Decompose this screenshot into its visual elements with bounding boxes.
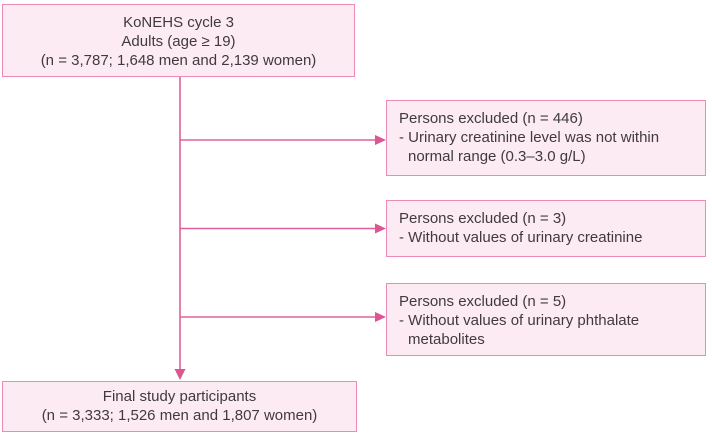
- exclusion-3-reason: - Without values of urinary phthalate: [399, 312, 640, 329]
- exclusion-2-reason: - Without values of urinary creatinine: [399, 229, 643, 246]
- arrowhead-right-3: [375, 312, 386, 322]
- arrowhead-down: [174, 369, 186, 380]
- top-population-box: KoNEHS cycle 3 Adults (age ≥ 19) (n = 3,…: [2, 4, 355, 77]
- exclusion-1-reason-cont: normal range (0.3–3.0 g/L): [408, 148, 586, 165]
- exclusion-box-1: Persons excluded (n = 446) - Urinary cre…: [386, 100, 706, 176]
- exclusion-box-3: Persons excluded (n = 5) - Without value…: [386, 283, 706, 356]
- final-participants-box: Final study participants (n = 3,333; 1,5…: [2, 381, 357, 432]
- exclusion-1-reason: - Urinary creatinine level was not withi…: [399, 129, 660, 146]
- top-box-line-2: Adults (age ≥ 19): [121, 33, 236, 50]
- final-box-line-2: (n = 3,333; 1,526 men and 1,807 women): [41, 407, 318, 424]
- exclusion-2-title: Persons excluded (n = 3): [399, 210, 567, 227]
- top-box-line-3: (n = 3,787; 1,648 men and 2,139 women): [40, 52, 317, 69]
- exclusion-1-title: Persons excluded (n = 446): [399, 110, 583, 127]
- exclusion-3-reason-cont: metabolites: [408, 331, 485, 348]
- arrowhead-right-2: [375, 223, 386, 234]
- final-box-line-1: Final study participants: [102, 388, 257, 405]
- exclusion-box-2: Persons excluded (n = 3) - Without value…: [386, 200, 706, 257]
- top-box-line-1: KoNEHS cycle 3: [123, 14, 234, 31]
- exclusion-3-title: Persons excluded (n = 5): [399, 293, 567, 310]
- arrowhead-right-1: [375, 135, 386, 145]
